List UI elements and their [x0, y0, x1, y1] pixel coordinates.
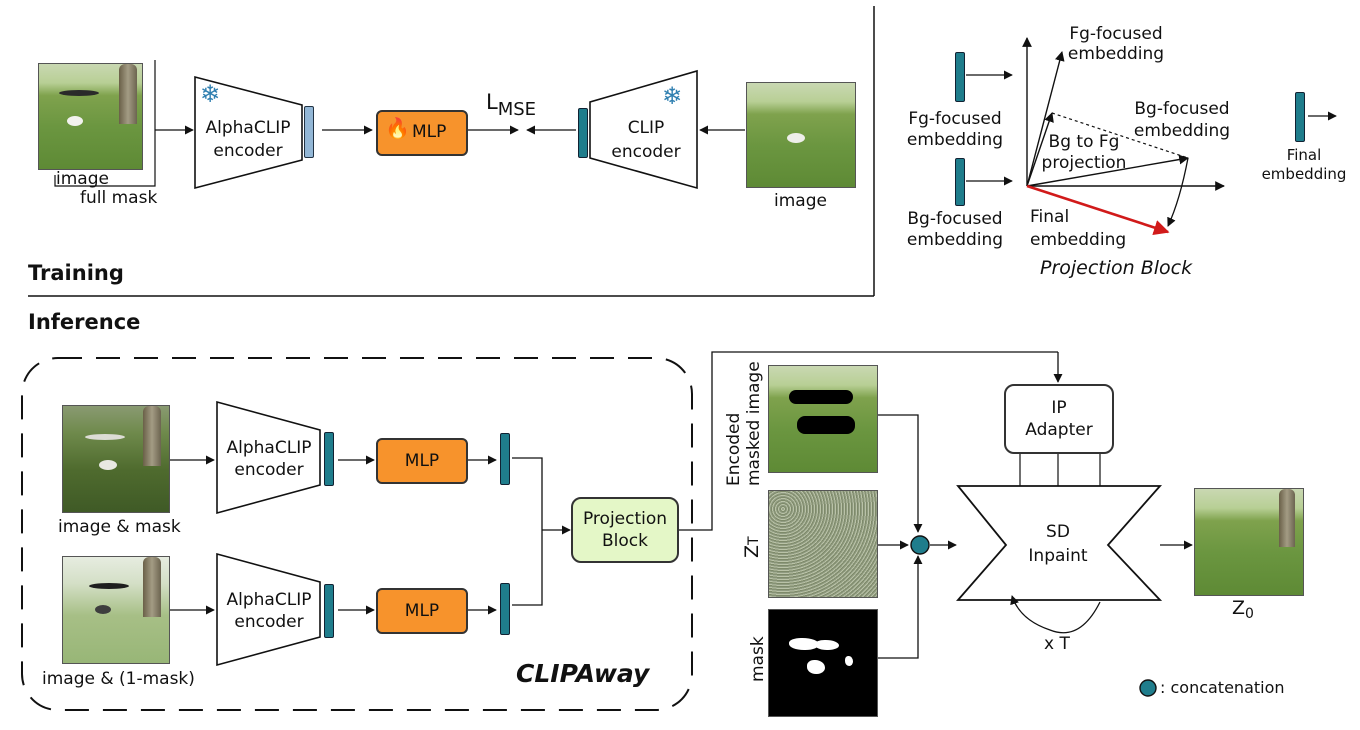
proj-final-vector-label: Final embedding — [1030, 206, 1126, 252]
training-alphaclip-encoder-shape — [194, 75, 303, 190]
mask-label: mask — [748, 636, 768, 682]
z0-subscript: 0 — [1245, 606, 1254, 622]
z0-label: Z0 — [1232, 597, 1254, 622]
zt-symbol: Z — [741, 544, 763, 558]
inference-projection-line2: Block — [602, 531, 648, 551]
ip-adapter-line1: IP — [1051, 398, 1067, 418]
proj-bg-input-line2: embedding — [906, 230, 1004, 250]
ip-adapter-box: IP Adapter — [1004, 384, 1114, 454]
training-clip-embedding — [578, 108, 588, 158]
proj-final-output-embedding — [1295, 92, 1305, 142]
loss-label: LMSE — [486, 90, 536, 120]
encoded-masked-image — [768, 365, 878, 473]
inference-alphaclip-1-embedding — [324, 432, 334, 486]
training-input-image — [38, 63, 143, 170]
proj-fg-vector-line1: Fg-focused — [1069, 24, 1163, 44]
proj-bg-vector-line2: embedding — [1133, 121, 1231, 141]
snowflake-icon: ❄ — [662, 82, 683, 110]
inference-alphaclip-2-line1: AlphaCLIP — [226, 590, 312, 610]
proj-bg-to-fg-line2: projection — [1041, 153, 1127, 173]
proj-final-vector-line2: embedding — [1030, 230, 1127, 250]
proj-fg-input-embedding — [955, 52, 965, 102]
proj-bg-input-label: Bg-focused embedding — [900, 209, 1010, 251]
inference-alphaclip-2-label: AlphaCLIP encoder — [218, 589, 320, 633]
z0-symbol: Z — [1232, 597, 1246, 619]
inference-alphaclip-encoder-2-shape — [216, 552, 321, 667]
encoded-label-line2: masked image — [744, 361, 764, 486]
sd-inpaint-shape — [956, 485, 1163, 601]
training-alphaclip-label-2: encoder — [213, 141, 283, 161]
inference-mlp-1-embedding — [500, 433, 510, 485]
loop-label: x T — [1044, 634, 1070, 654]
proj-final-output-line2: embedding — [1261, 165, 1347, 183]
training-alphaclip-embedding — [304, 106, 314, 158]
proj-fg-input-line1: Fg-focused — [908, 109, 1002, 129]
ip-adapter-line2: Adapter — [1025, 420, 1093, 440]
sd-inpaint-line1: SD — [1046, 522, 1070, 542]
proj-bg-to-fg-line1: Bg to Fg — [1048, 132, 1120, 152]
training-clip-label-2: encoder — [611, 142, 681, 162]
inference-mlp-2: MLP — [376, 588, 468, 634]
proj-bg-input-embedding — [955, 158, 965, 206]
inference-image-inv-mask-label: image & (1-mask) — [42, 669, 195, 689]
training-alphaclip-label: AlphaCLIP — [205, 118, 291, 138]
proj-bg-vector-label: Bg-focused embedding — [1126, 98, 1238, 142]
training-clip-encoder-shape — [589, 69, 698, 190]
inference-alphaclip-2-line2: encoder — [234, 612, 304, 632]
z0-output-image — [1194, 488, 1304, 596]
inference-alphaclip-2-embedding — [324, 584, 334, 638]
inference-alphaclip-1-label: AlphaCLIP encoder — [218, 437, 320, 481]
encoded-label-line1: Encoded — [724, 412, 744, 486]
snowflake-icon: ❄ — [200, 80, 221, 108]
inference-section-title: Inference — [28, 310, 141, 334]
proj-final-vector-line1: Final — [1030, 207, 1070, 227]
training-image-label: image — [56, 169, 109, 189]
legend-concatenation-label: : concatenation — [1160, 678, 1285, 697]
inference-mlp-2-embedding — [500, 583, 510, 635]
inference-alphaclip-encoder-1-shape — [216, 400, 321, 515]
concatenation-node — [910, 535, 930, 555]
proj-bg-vector-line1: Bg-focused — [1134, 99, 1230, 119]
proj-bg-input-line1: Bg-focused — [907, 209, 1003, 229]
loss-subscript: MSE — [497, 99, 537, 120]
training-mlp-label: MLP — [412, 122, 447, 142]
inference-alphaclip-1-line1: AlphaCLIP — [226, 438, 312, 458]
inference-mlp-1: MLP — [376, 438, 468, 484]
zt-noise-image — [768, 490, 878, 598]
inference-image-mask — [62, 405, 170, 513]
inference-image-mask-label: image & mask — [58, 517, 181, 537]
sd-inpaint-label: SD Inpaint — [1008, 520, 1108, 568]
projection-block-title: Projection Block — [1040, 257, 1193, 279]
training-full-mask-label: full mask — [80, 188, 158, 208]
encoded-masked-image-label: Encoded masked image — [724, 361, 764, 486]
clipaway-label: CLIPAway — [516, 659, 650, 688]
flame-icon: 🔥 — [385, 116, 410, 140]
proj-fg-input-label: Fg-focused embedding — [900, 109, 1010, 151]
training-mlp-box — [376, 110, 468, 156]
inference-projection-block: Projection Block — [571, 497, 679, 563]
proj-bg-to-fg-label: Bg to Fg projection — [1036, 132, 1132, 174]
proj-fg-vector-line2: embedding — [1067, 44, 1165, 64]
training-right-image-label: image — [774, 191, 827, 211]
inference-alphaclip-1-line2: encoder — [234, 460, 304, 480]
legend-concat-icon — [1139, 679, 1157, 697]
training-clip-label: CLIP — [627, 118, 665, 138]
proj-fg-vector-label: Fg-focused embedding — [1056, 24, 1176, 64]
zt-subscript: T — [746, 536, 762, 545]
training-right-image — [746, 82, 856, 188]
proj-final-output-label: Final embedding — [1252, 146, 1356, 184]
loss-symbol: L — [486, 90, 498, 114]
proj-fg-input-line2: embedding — [906, 130, 1004, 150]
sd-inpaint-line2: Inpaint — [1028, 546, 1088, 566]
inference-image-inv-mask — [62, 556, 170, 664]
training-section-title: Training — [28, 261, 124, 285]
proj-final-output-line1: Final — [1286, 146, 1322, 164]
zt-label: ZT — [741, 536, 764, 558]
inference-projection-line1: Projection — [582, 509, 668, 529]
mask-image — [768, 609, 878, 717]
